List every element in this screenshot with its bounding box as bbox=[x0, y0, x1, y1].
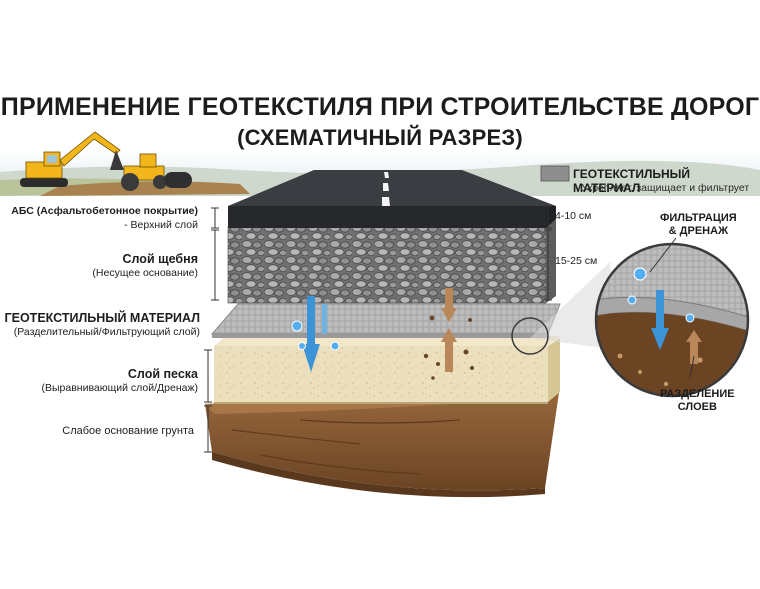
excavator-icon bbox=[20, 131, 124, 187]
label-gravel-sub: (Несущее основание) bbox=[92, 267, 198, 279]
asphalt-layer bbox=[228, 170, 556, 228]
road-roller-icon bbox=[121, 153, 192, 191]
label-asphalt: АБС (Асфальтобетонное покрытие) - Верхни… bbox=[11, 204, 198, 232]
water-down-arrow-icon bbox=[291, 296, 340, 372]
diagram-subtitle: (СХЕМАТИЧНЫЙ РАЗРЕЗ) bbox=[237, 125, 523, 150]
label-geotextile: ГЕОТЕКСТИЛЬНЫЙ МАТЕРИАЛ (Разделительный/… bbox=[5, 311, 200, 339]
asphalt-thickness: 4-10 см bbox=[555, 210, 592, 222]
label-soil: Слабое основание грунта bbox=[62, 424, 194, 438]
label-geotextile-name: ГЕОТЕКСТИЛЬНЫЙ МАТЕРИАЛ bbox=[4, 311, 200, 325]
road-centerline bbox=[382, 172, 390, 206]
legend-title: ГЕОТЕКСТИЛЬНЫЙ МАТЕРИАЛ bbox=[573, 167, 691, 195]
sand-layer bbox=[214, 336, 560, 404]
separation-label: РАЗДЕЛЕНИЕ СЛОЕВ bbox=[660, 388, 735, 414]
filtration-line-1: ФИЛЬТРАЦИЯ bbox=[660, 212, 737, 224]
gravel-thickness: 15-25 см bbox=[555, 255, 598, 267]
soil-up-arrow-icon bbox=[423, 288, 474, 380]
label-sand: Слой песка (Выравнивающий слой/Дренаж) bbox=[42, 367, 199, 395]
layer-brackets bbox=[204, 207, 219, 453]
separation-line-1: РАЗДЕЛЕНИЕ bbox=[660, 388, 735, 400]
label-asphalt-name: АБС (Асфальтобетонное покрытие) bbox=[11, 205, 198, 217]
legend-note: - Укрепляет, защищает и фильтрует bbox=[575, 182, 750, 194]
label-geotextile-sub: (Разделительный/Фильтрующий слой) bbox=[13, 326, 200, 338]
magnifier-circle bbox=[511, 237, 750, 398]
separation-line-2: СЛОЕВ bbox=[677, 401, 717, 413]
thickness-brackets bbox=[544, 205, 552, 301]
label-soil-name: Слабое основание грунта bbox=[62, 425, 194, 437]
filtration-line-2: & ДРЕНАЖ bbox=[668, 225, 729, 237]
label-gravel-name: Слой щебня bbox=[122, 252, 199, 266]
label-asphalt-sub: - Верхний слой bbox=[124, 219, 198, 231]
diagram-title: ПРИМЕНЕНИЕ ГЕОТЕКСТИЛЯ ПРИ СТРОИТЕЛЬСТВЕ… bbox=[0, 93, 760, 121]
filtration-label: ФИЛЬТРАЦИЯ & ДРЕНАЖ bbox=[660, 212, 737, 238]
label-sand-name: Слой песка bbox=[127, 367, 198, 381]
gravel-layer bbox=[227, 219, 556, 304]
label-gravel: Слой щебня (Несущее основание) bbox=[92, 252, 198, 280]
label-sand-sub: (Выравнивающий слой/Дренаж) bbox=[41, 382, 199, 394]
legend-swatch bbox=[540, 165, 570, 182]
geotextile-sheet bbox=[210, 303, 561, 338]
